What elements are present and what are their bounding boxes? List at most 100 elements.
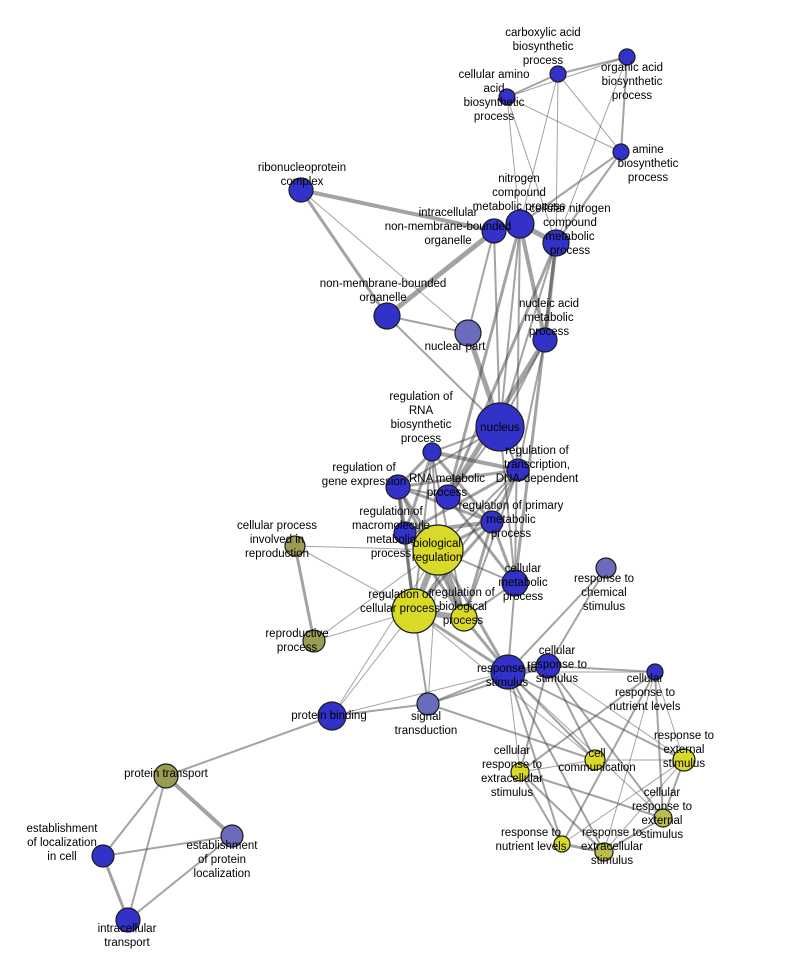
node-carb[interactable] xyxy=(549,65,567,83)
node-regCell[interactable] xyxy=(391,588,437,634)
edge-orgAcid-cellNitrogen xyxy=(555,56,628,244)
edge-respExt-respExtracell xyxy=(603,759,685,853)
edge-aminoAcid-nitrogen xyxy=(506,96,521,225)
node-intraTrans[interactable] xyxy=(115,907,141,933)
node-intraNMB[interactable] xyxy=(481,218,507,244)
node-respNutr[interactable] xyxy=(553,835,571,853)
node-respChem[interactable] xyxy=(595,557,617,579)
edge-intraNMB-nucleus xyxy=(493,230,501,428)
node-cellRespNutr[interactable] xyxy=(646,663,664,681)
edge-protTrans-intraTrans xyxy=(127,775,167,921)
edge-respNutr-cellRespExtracell xyxy=(519,771,563,845)
node-nucleus[interactable] xyxy=(475,402,525,452)
node-cellRepro[interactable] xyxy=(284,535,306,557)
edge-regTx-regBio xyxy=(463,469,519,619)
edge-aminoAcid-amine xyxy=(506,96,622,153)
node-repro[interactable] xyxy=(302,629,326,653)
edge-nmbOrg-nucleus xyxy=(386,315,501,428)
nodes-layer xyxy=(91,48,696,933)
edge-intraNMB-nuclearPart xyxy=(467,230,495,334)
edge-cellRespNutr-respNutr xyxy=(561,671,656,845)
node-cellMet[interactable] xyxy=(501,569,529,597)
node-nitrogen[interactable] xyxy=(505,209,535,239)
node-protBind[interactable] xyxy=(317,701,347,731)
node-nmbOrg[interactable] xyxy=(373,302,401,330)
node-amine[interactable] xyxy=(612,143,630,161)
node-estProtLoc[interactable] xyxy=(220,824,244,848)
node-nucleicAcid[interactable] xyxy=(532,327,558,353)
node-respStim[interactable] xyxy=(490,654,526,690)
edge-cellRespNutr-cellRespExternal xyxy=(654,671,664,819)
edge-carb-amine xyxy=(557,73,622,153)
edge-respStim-cellComm xyxy=(507,671,596,761)
edge-protBind-respStim xyxy=(331,671,509,717)
node-respExtracell[interactable] xyxy=(594,842,614,862)
edge-cellRespStim-sigTrans xyxy=(427,665,549,705)
edge-sigTrans-bioReg xyxy=(427,549,439,705)
node-regGene[interactable] xyxy=(385,474,411,500)
node-regBio[interactable] xyxy=(450,604,478,632)
node-cellNitrogen[interactable] xyxy=(542,229,570,257)
node-cellComm[interactable] xyxy=(584,749,606,771)
node-ribo[interactable] xyxy=(288,177,314,203)
edge-protBind-bioReg xyxy=(331,549,439,717)
node-estLoc[interactable] xyxy=(91,844,115,868)
edge-ribo-nmbOrg xyxy=(299,188,389,318)
node-regMacro[interactable] xyxy=(393,521,417,545)
node-rnaMet[interactable] xyxy=(435,484,461,510)
node-sigTrans[interactable] xyxy=(416,692,440,716)
edge-nucleicAcid-regTx xyxy=(517,339,546,471)
edge-orgAcid-aminoAcid xyxy=(506,56,628,98)
node-nuclearPart[interactable] xyxy=(454,319,482,347)
node-regTx[interactable] xyxy=(506,458,530,482)
node-aminoAcid[interactable] xyxy=(498,88,516,106)
edge-protBind-sigTrans xyxy=(331,703,429,717)
node-protTrans[interactable] xyxy=(153,763,179,789)
edge-ribo-intraNMB xyxy=(299,188,496,233)
node-respExt[interactable] xyxy=(672,748,696,772)
edge-cellRespNutr-respExtracell xyxy=(603,671,656,853)
node-orgAcid[interactable] xyxy=(618,48,636,66)
edge-estProtLoc-estLoc xyxy=(102,835,233,857)
edge-regRNA-regMacro xyxy=(403,450,434,535)
edge-respExtracell-cellRespExtracell xyxy=(519,771,605,853)
edge-carb-orgAcid xyxy=(557,56,628,75)
node-label-nuclearPart: nuclear part xyxy=(425,341,487,353)
node-bioReg[interactable] xyxy=(412,524,464,576)
node-cellRespExtracell[interactable] xyxy=(510,762,530,782)
edge-nmbOrg-nuclearPart xyxy=(386,315,469,334)
node-regPrim[interactable] xyxy=(480,510,504,534)
node-cellRespExternal[interactable] xyxy=(653,808,673,828)
node-regRNA[interactable] xyxy=(422,442,442,462)
node-label-protTrans: protein transport xyxy=(124,768,209,780)
edge-orgAcid-amine xyxy=(620,56,628,153)
node-cellRespStim[interactable] xyxy=(535,653,561,679)
